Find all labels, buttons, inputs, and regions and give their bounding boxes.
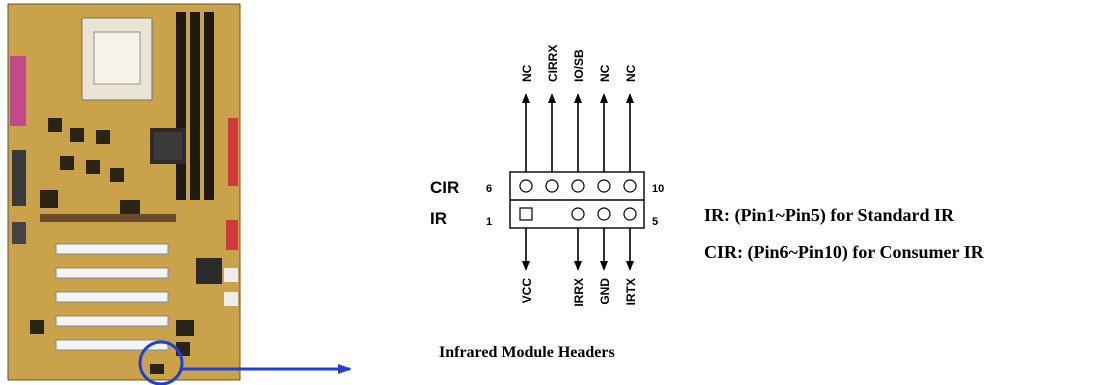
header-location-circle [138, 340, 184, 385]
bottom-signal-label: IRTX [624, 278, 638, 305]
row-label-cir: CIR [430, 178, 459, 197]
pin-number-5: 5 [652, 216, 658, 228]
top-signal-label: NC [520, 64, 534, 82]
ir-header: NC CIRRX IO/SB NC NC CIR IR 6 1 10 5 VCC IRRX… [430, 45, 664, 307]
pin-5 [623, 207, 637, 221]
top-signal-label: CIRRX [546, 45, 560, 82]
pin-9 [597, 179, 611, 193]
pin-3 [571, 207, 585, 221]
pin-1 [519, 207, 533, 221]
top-signal-label: NC [624, 64, 638, 82]
pin-10 [623, 179, 637, 193]
motherboard-image [7, 3, 241, 381]
note-cir: CIR: (Pin6~Pin10) for Consumer IR [704, 242, 985, 263]
pin-number-1: 1 [486, 216, 492, 228]
bottom-signal-label: GND [598, 278, 612, 305]
caption: Infrared Module Headers [439, 344, 615, 361]
top-signal-label: NC [598, 64, 612, 82]
bottom-signal-label: IRRX [572, 278, 586, 307]
bottom-signal-label: VCC [520, 278, 534, 304]
pin-number-10: 10 [652, 183, 664, 195]
top-signal-label: IO/SB [572, 49, 586, 82]
pin-4 [597, 207, 611, 221]
pin-7 [545, 179, 559, 193]
pin-8 [571, 179, 585, 193]
pin-6 [519, 179, 533, 193]
row-label-ir: IR [430, 209, 447, 228]
note-ir: IR: (Pin1~Pin5) for Standard IR [704, 205, 955, 226]
pin-number-6: 6 [486, 183, 492, 195]
